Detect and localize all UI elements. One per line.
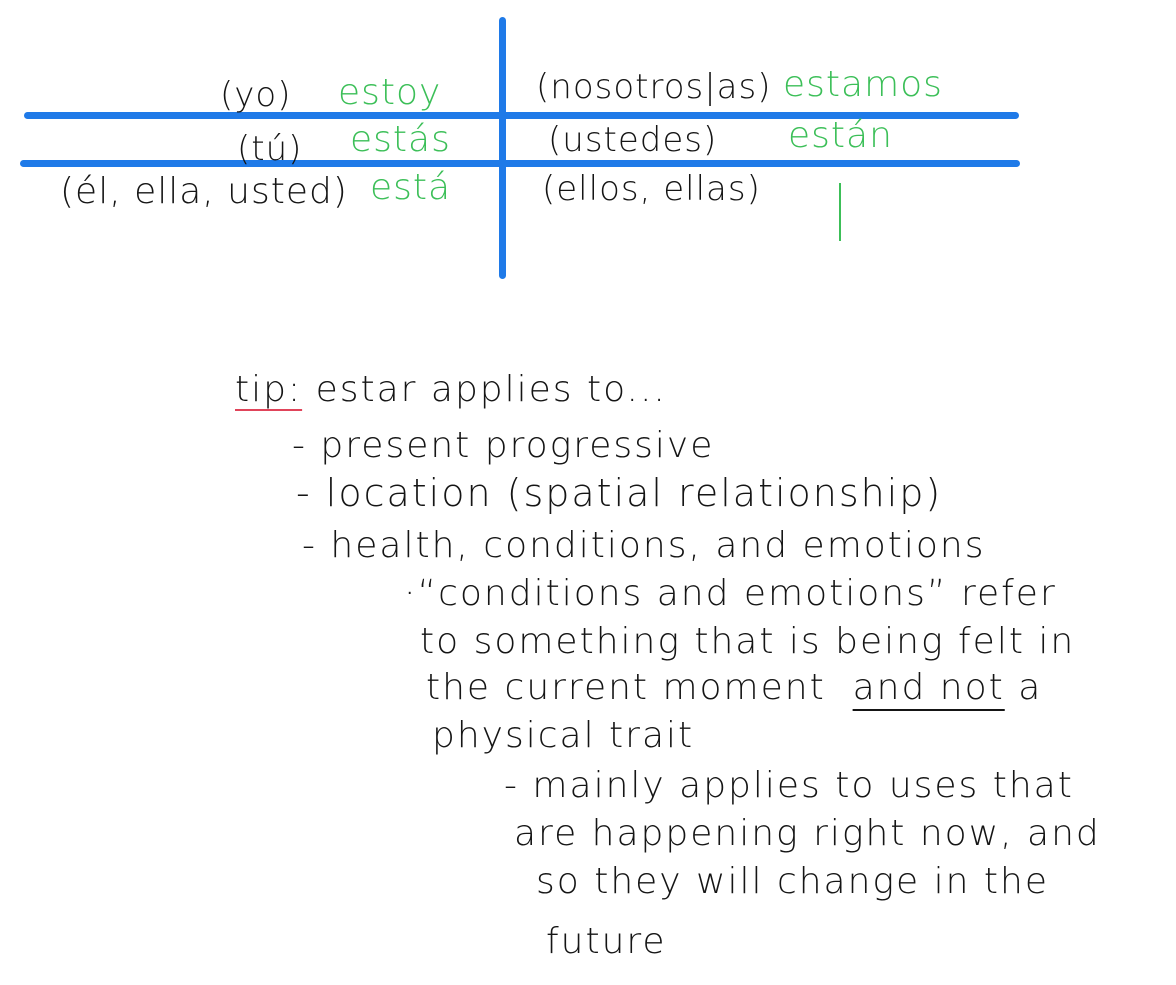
verb-form-ellos-placeholder-mark xyxy=(839,183,841,241)
explanation-line-2: to something that is being felt in xyxy=(420,621,1076,662)
sub-bullet-line-4: future xyxy=(546,921,667,962)
pronoun-nosotros: (nosotros|as) xyxy=(536,67,772,107)
bullet-health-conditions-emotions: - health, conditions, and emotions xyxy=(302,525,986,566)
tip-label: tip: xyxy=(235,369,303,410)
verb-form-estas: estás xyxy=(350,119,451,160)
explanation-line-1: ·“conditions and emotions” refer xyxy=(404,573,1057,614)
sub-bullet-line-1: - mainly applies to uses that xyxy=(504,765,1074,806)
sub-bullet-line-3: so they will change in the xyxy=(536,861,1049,902)
verb-form-estamos: estamos xyxy=(783,64,943,105)
explanation-line-4: physical trait xyxy=(432,715,695,756)
pronoun-ellos-ellas: (ellos, ellas) xyxy=(542,169,761,209)
verb-form-estoy: estoy xyxy=(338,72,442,113)
sub-bullet-line-2: are happening right now, and xyxy=(514,813,1101,854)
pronoun-tu: (tú) xyxy=(237,129,303,169)
explanation-line-3: the current moment and not a xyxy=(426,670,1042,706)
verb-form-estan: están xyxy=(788,115,893,156)
explanation-line-3-end: a xyxy=(1018,667,1043,708)
grid-vertical-divider xyxy=(499,17,506,279)
grid-horizontal-line-1 xyxy=(24,112,1019,119)
pronoun-ustedes: (ustedes) xyxy=(548,120,718,160)
pronoun-el-ella-usted: (él, ella, usted) xyxy=(60,171,348,212)
bullet-present-progressive: - present progressive xyxy=(292,425,715,466)
emphasis-and-not: and not xyxy=(852,667,1005,708)
bullet-location: - location (spatial relationship) xyxy=(296,471,943,515)
verb-form-esta: está xyxy=(370,167,452,208)
pronoun-yo: (yo) xyxy=(220,75,292,115)
grid-horizontal-line-2 xyxy=(20,160,1020,167)
tip-heading: tip: estar applies to... xyxy=(235,372,667,408)
explanation-line-3-start: the current moment xyxy=(426,667,826,708)
tip-text: estar applies to... xyxy=(315,369,667,410)
